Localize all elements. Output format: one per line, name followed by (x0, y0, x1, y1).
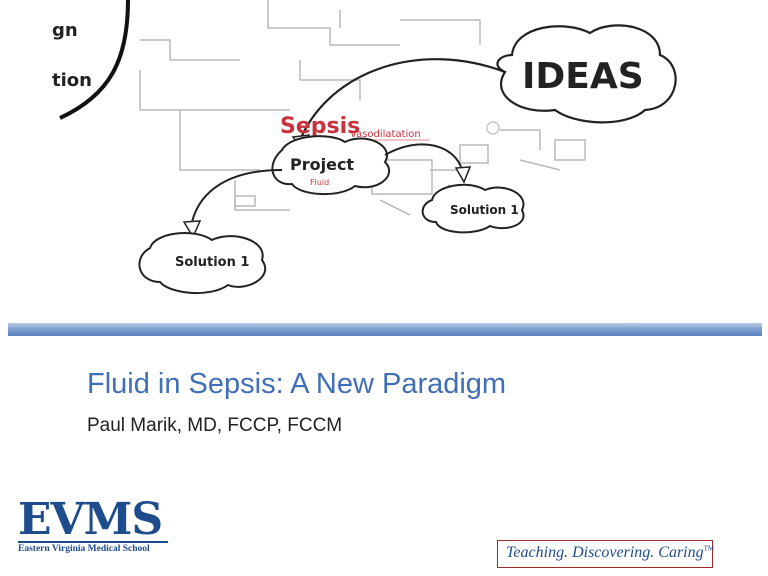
sepsis-label: Sepsis (280, 114, 360, 139)
fluid-note: Fluid (310, 178, 329, 187)
logo-rule (18, 541, 168, 543)
tagline-box: Teaching. Discovering. CaringTM (497, 540, 714, 568)
slide-subtitle: Paul Marik, MD, FCCP, FCCM (87, 415, 343, 436)
partial-word-top: gn (52, 20, 78, 41)
solution-left-label: Solution 1 (175, 255, 249, 270)
logo-mark: EVMS (18, 494, 163, 545)
logo-school-name: Eastern Virginia Medical School (18, 544, 150, 554)
tagline-text: Teaching. Discovering. Caring (506, 544, 704, 561)
project-label: Project (290, 155, 354, 174)
vasodilatation-label: Vasodilatation (350, 129, 421, 140)
trademark-mark: TM (703, 544, 715, 553)
solution-right-label: Solution 1 (450, 203, 519, 217)
tagline-text-wrap: Teaching. Discovering. CaringTM (506, 544, 714, 562)
evms-logo: EVMS Eastern Virginia Medical School (18, 494, 168, 554)
ideas-label: IDEAS (522, 56, 644, 97)
slide-title: Fluid in Sepsis: A New Paradigm (87, 368, 507, 400)
sketch-illustration: IDEAS Sepsis Vasodilatation Project Flui… (52, 0, 677, 295)
divider-bar (8, 323, 762, 336)
partial-word-middle: tion (52, 70, 92, 91)
